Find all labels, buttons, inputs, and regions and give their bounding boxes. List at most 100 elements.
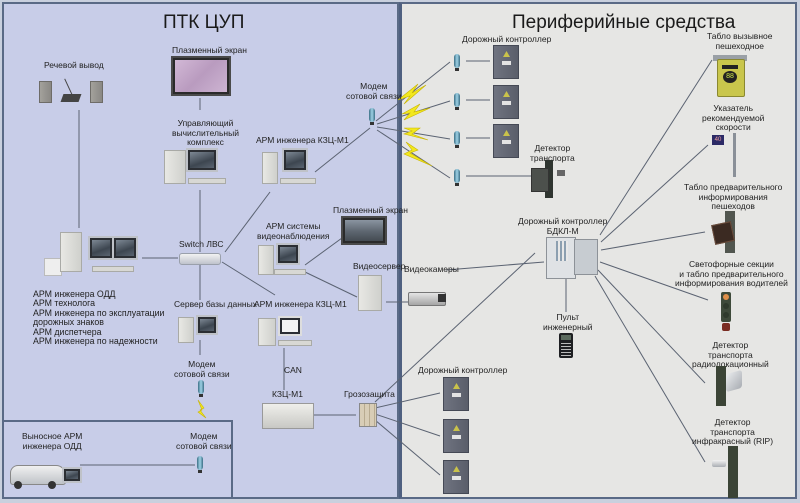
modem-remote-label: Модем сотовой связи	[176, 431, 232, 451]
monitor-icon	[278, 316, 302, 336]
plasma-screen-video	[341, 216, 387, 245]
pc-tower-icon	[60, 232, 82, 272]
cellular-modem-icon[interactable]	[197, 456, 203, 473]
traffic-detector-label: Детектор транспорта	[530, 143, 575, 163]
kzc-m1-unit-icon[interactable]	[262, 403, 314, 429]
road-controller-cabinet[interactable]	[493, 85, 519, 119]
wire-protection-ctrl1	[374, 392, 441, 409]
radar-detector-device[interactable]	[712, 366, 748, 406]
road-controller-cabinet[interactable]	[493, 45, 519, 79]
speaker-icon	[90, 81, 103, 103]
cellular-modem-icon[interactable]	[454, 93, 460, 110]
keyboard-icon	[274, 269, 306, 275]
road-controller-cabinet[interactable]	[443, 460, 469, 494]
speed-indicator-label: Указатель рекомендуемой скорости	[702, 103, 765, 132]
wire-switch-kzc	[224, 191, 271, 253]
arm-kzc-top-label: АРМ инженера КЗЦ-М1	[256, 135, 349, 145]
road-controller-cabinet[interactable]	[443, 419, 469, 453]
infrared-detector-label: Детектор транспорта инфракрасный (RIP)	[692, 417, 774, 446]
speed-indicator-device[interactable]: 40	[712, 133, 742, 178]
keyboard-icon	[278, 340, 312, 346]
arm-video-computer	[258, 243, 308, 277]
monitor-icon	[186, 148, 218, 172]
modem-mid-label: Модем сотовой связи	[174, 359, 230, 379]
lightning-icon	[403, 141, 433, 167]
remote-arm-panel	[2, 420, 233, 499]
db-server-label: Сервер базы данных	[174, 299, 257, 309]
video-server-label: Видеосервер	[353, 261, 406, 271]
arm-kzc-bottom-computer	[258, 316, 314, 348]
keyboard-icon	[280, 178, 316, 184]
control-complex-computer	[164, 148, 244, 190]
wire-protection-ctrl2	[374, 413, 441, 437]
lightning-protection-icon[interactable]	[359, 403, 377, 427]
pc-tower-icon	[262, 152, 278, 184]
lan-switch-icon[interactable]	[179, 253, 221, 265]
can-label: CAN	[284, 365, 302, 375]
video-server-icon[interactable]	[358, 275, 382, 311]
cellular-modem-icon[interactable]	[454, 54, 460, 71]
keyboard-icon	[92, 266, 134, 272]
speed-display: 40	[712, 135, 724, 145]
radio-link-4	[376, 129, 451, 179]
operator-workstations	[44, 232, 144, 280]
plasma-screen-map	[171, 56, 231, 96]
lightning-icon	[401, 103, 431, 121]
cellular-modem-icon[interactable]	[369, 108, 375, 125]
pc-tower-icon	[258, 318, 276, 346]
traffic-light-device[interactable]	[718, 292, 738, 332]
wire-protection-bdkl	[374, 252, 536, 403]
monitor-icon	[276, 243, 300, 265]
ptk-cup-title: ПТК ЦУП	[163, 12, 245, 33]
infrared-sensor-icon	[712, 460, 726, 467]
keyboard-icon	[188, 178, 226, 184]
wire-protection-ctrl3	[374, 419, 441, 476]
lightning-bolts	[197, 83, 433, 419]
patrol-car-with-laptop	[10, 455, 82, 495]
engineer-console-label: Пульт инженерный	[543, 312, 593, 332]
video-cameras-label: Видеокамеры	[404, 264, 459, 274]
call-board-display: 88	[723, 71, 737, 83]
kzc-label: КЗЦ-М1	[272, 389, 303, 399]
cellular-modem-icon[interactable]	[198, 380, 204, 397]
wire-bdkl-speed	[600, 144, 709, 243]
monitor-icon	[282, 148, 308, 172]
lightning-icon	[397, 83, 427, 105]
pedestrian-call-board-label: Табло вызывное пешеходное	[707, 31, 773, 51]
pedestrian-call-board-device[interactable]: 88	[713, 55, 747, 97]
road-controller-cabinet[interactable]	[493, 124, 519, 158]
pedestrian-info-board-device[interactable]	[711, 211, 741, 253]
wire-bdkl-pedboard	[600, 231, 706, 251]
laptop-icon	[62, 467, 82, 483]
wire-kzc-modem	[314, 127, 371, 173]
wire-bdkl-callboard	[599, 59, 713, 236]
traffic-light-icon	[723, 294, 729, 300]
pedestrian-info-board-label: Табло предварительного информирования пе…	[684, 182, 783, 211]
bdkl-controller-label: Дорожный контроллер БДКЛ-М	[518, 216, 608, 236]
wire-bdkl-lights	[599, 261, 709, 301]
video-camera-icon[interactable]	[408, 288, 448, 308]
cellular-modem-icon[interactable]	[454, 131, 460, 148]
cellular-modem-icon[interactable]	[454, 169, 460, 186]
db-server-computer	[178, 315, 228, 345]
arm-kzc-top-computer	[262, 148, 322, 188]
lightning-icon	[197, 399, 207, 419]
wire-bdkl-radar	[597, 269, 706, 384]
wire-switch-kzc2	[221, 261, 276, 296]
radar-detector-label: Детектор транспорта радиолокационный	[692, 340, 769, 369]
monitor-icon	[112, 236, 138, 260]
pc-tower-icon	[178, 317, 194, 343]
road-controller-cabinet[interactable]	[443, 377, 469, 411]
bdkl-controller-cabinet[interactable]	[546, 237, 598, 279]
workstation-roles-list: АРМ инженера ОДД АРМ технолога АРМ инжен…	[33, 289, 165, 347]
traffic-detector-device[interactable]	[531, 160, 571, 198]
wire-camera-bdkl	[445, 261, 545, 271]
remote-arm-label: Выносное АРМ инженера ОДД	[22, 431, 83, 451]
engineer-console-icon[interactable]	[559, 333, 573, 358]
infrared-detector-device[interactable]	[710, 446, 746, 498]
monitor-icon	[88, 236, 114, 260]
wire-video-plasma	[304, 237, 343, 266]
pole-icon	[728, 446, 738, 498]
plasma-screen-label: Плазменный экран	[172, 45, 247, 55]
